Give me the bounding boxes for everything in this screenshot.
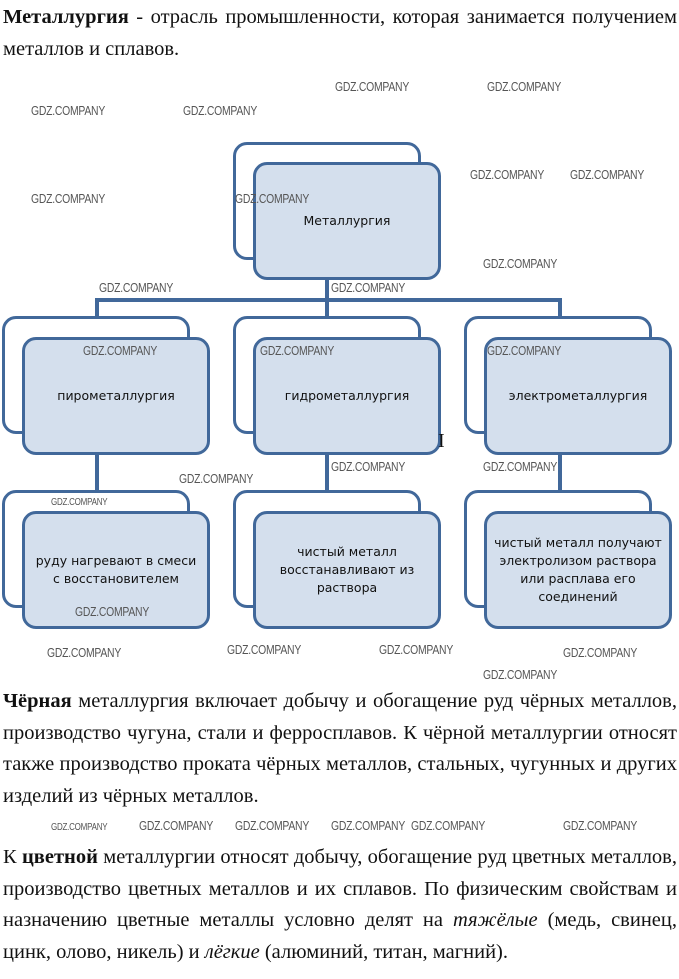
watermark: GDZ.COMPANY <box>51 497 108 508</box>
watermark: GDZ.COMPANY <box>83 343 158 358</box>
watermark: GDZ.COMPANY <box>99 280 174 295</box>
text: металлургии относят добычу, обогащение р… <box>3 846 677 931</box>
root-box: Металлургия <box>253 162 441 280</box>
watermark: GDZ.COMPANY <box>260 343 335 358</box>
term-heavy: тяжёлые <box>452 909 538 931</box>
watermark: GDZ.COMPANY <box>51 822 108 833</box>
watermark: GDZ.COMPANY <box>331 459 406 474</box>
watermark: GDZ.COMPANY <box>179 471 254 486</box>
detail-label: чистый металл получают электролизом раст… <box>494 535 662 604</box>
watermark: GDZ.COMPANY <box>487 343 562 358</box>
term-nonferrous: цветной <box>21 846 98 868</box>
watermark: GDZ.COMPANY <box>483 256 558 271</box>
watermark: GDZ.COMPANY <box>487 79 562 94</box>
watermark: GDZ.COMPANY <box>139 818 214 833</box>
watermark: GDZ.COMPANY <box>331 280 406 295</box>
watermark: GDZ.COMPANY <box>563 818 638 833</box>
branch-pyro: пирометаллургия <box>22 337 210 455</box>
watermark: GDZ.COMPANY <box>470 167 545 182</box>
watermark: GDZ.COMPANY <box>411 818 486 833</box>
connector <box>325 280 329 302</box>
watermark: GDZ.COMPANY <box>331 818 406 833</box>
connector <box>558 455 562 492</box>
watermark: GDZ.COMPANY <box>483 459 558 474</box>
watermark: GDZ.COMPANY <box>235 818 310 833</box>
connector <box>558 298 562 318</box>
branch-electro: электрометаллургия <box>484 337 672 455</box>
intro-text: - отрасль промышленности, которая занима… <box>3 6 677 60</box>
watermark: GDZ.COMPANY <box>47 645 122 660</box>
detail-hydro: чистый металл восстанавливают из раствор… <box>253 511 441 629</box>
connector <box>325 298 329 318</box>
stray-mark: I <box>438 430 445 452</box>
text: К <box>3 846 22 868</box>
term-metallurgy: Металлургия <box>3 6 129 28</box>
watermark: GDZ.COMPANY <box>379 642 454 657</box>
watermark: GDZ.COMPANY <box>483 667 558 682</box>
branch-hydro: гидрометаллургия <box>253 337 441 455</box>
connector <box>95 455 99 492</box>
intro-paragraph: Металлургия - отрасль промышленности, ко… <box>3 2 677 65</box>
watermark: GDZ.COMPANY <box>75 604 150 619</box>
nonferrous-paragraph: К цветной металлургии относят добычу, об… <box>3 842 677 968</box>
root-label: Металлургия <box>303 213 391 228</box>
detail-label: чистый металл восстанавливают из раствор… <box>279 544 415 595</box>
watermark: GDZ.COMPANY <box>227 642 302 657</box>
ferrous-paragraph: Чёрная металлургия включает добычу и обо… <box>3 686 677 812</box>
term-light: лёгкие <box>204 940 260 963</box>
detail-label: руду нагревают в смеси с восстановителем <box>35 553 197 586</box>
branch-label: электрометаллургия <box>508 388 648 403</box>
detail-pyro: руду нагревают в смеси с восстановителем <box>22 511 210 629</box>
text: (алюминий, титан, магний). <box>259 940 509 963</box>
term-ferrous: Чёрная <box>3 690 72 712</box>
detail-electro: чистый металл получают электролизом раст… <box>484 511 672 629</box>
watermark: GDZ.COMPANY <box>563 645 638 660</box>
connector <box>325 455 329 492</box>
watermark: GDZ.COMPANY <box>570 167 645 182</box>
ferrous-text: металлургия включает добычу и обогащение… <box>3 690 677 807</box>
watermark: GDZ.COMPANY <box>335 79 410 94</box>
text: (медь, свинец, цинк, олово, никель) и <box>3 909 677 963</box>
branch-label: гидрометаллургия <box>284 388 410 403</box>
watermark: GDZ.COMPANY <box>183 103 258 118</box>
watermark: GDZ.COMPANY <box>235 191 310 206</box>
connector <box>95 298 99 318</box>
watermark: GDZ.COMPANY <box>31 103 106 118</box>
branch-label: пирометаллургия <box>57 388 175 403</box>
watermark: GDZ.COMPANY <box>31 191 106 206</box>
